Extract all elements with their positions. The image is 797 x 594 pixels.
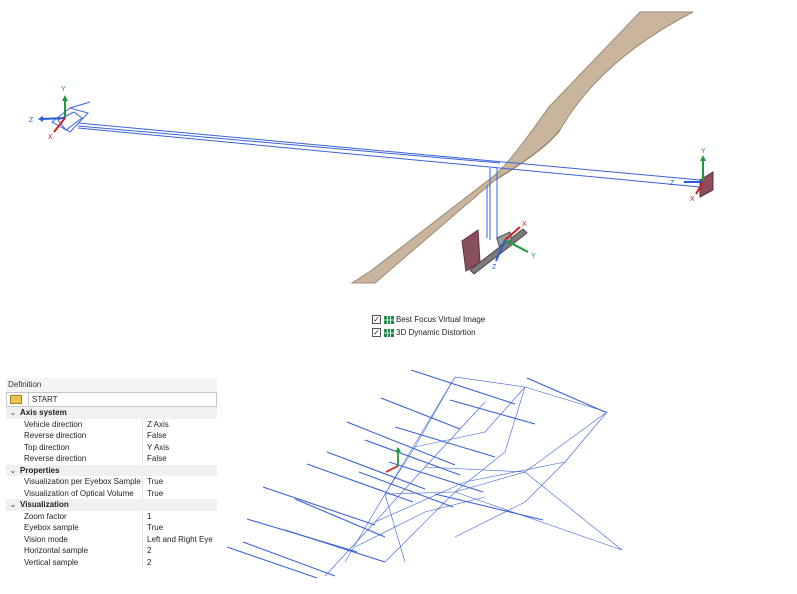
section-properties[interactable]: ⌄ Properties — [6, 464, 217, 476]
panel-title: Definition — [6, 378, 217, 392]
chevron-down-icon[interactable]: ⌄ — [9, 465, 17, 475]
axis-label-y-right: Y — [701, 148, 706, 155]
section-visualization[interactable]: ⌄ Visualization — [6, 499, 217, 511]
ray-bundle — [77, 122, 701, 240]
definition-name-field[interactable]: START — [6, 392, 217, 407]
axis-triad-right: Y Z X — [670, 148, 706, 203]
folder-icon — [10, 395, 22, 404]
checkbox-best-focus[interactable]: ✓ — [372, 314, 381, 324]
definition-name[interactable]: START — [28, 393, 216, 406]
axis-label-z-left: Z — [29, 117, 34, 124]
axis-label-x-left: X — [48, 134, 53, 141]
option-label: 3D Dynamic Distortion — [396, 328, 476, 337]
checkbox-3d-dynamic[interactable]: ✓ — [372, 327, 381, 337]
distortion-lines — [226, 369, 623, 579]
axis-label-x-right: X — [690, 196, 695, 203]
visualization-options: ✓ Best Focus Virtual Image ✓ 3D Dynamic … — [372, 313, 485, 339]
grid-icon — [384, 328, 394, 337]
3d-scene-view[interactable]: Y Z X Y Z X X Y Z — [0, 0, 797, 300]
axis-triad-center: X Y Z — [492, 221, 536, 271]
axis-label-x-center: X — [522, 221, 527, 228]
option-3d-dynamic-distortion[interactable]: ✓ 3D Dynamic Distortion — [372, 326, 485, 339]
axis-label-y-left: Y — [61, 86, 66, 93]
windshield-surface — [350, 11, 694, 284]
grid-icon — [384, 315, 394, 324]
axis-label-z-center: Z — [492, 264, 497, 271]
axis-triad-wireframe — [385, 447, 401, 473]
axis-triad-left: Y Z X — [29, 86, 68, 141]
option-best-focus-virtual-image[interactable]: ✓ Best Focus Virtual Image — [372, 313, 485, 326]
dynamic-distortion-wireframe[interactable] — [225, 362, 635, 587]
hud-mirror-assembly — [461, 228, 528, 275]
definition-panel: Definition START ⌄ Axis system Vehicle d… — [6, 378, 217, 579]
axis-label-z-right: Z — [670, 180, 675, 187]
chevron-down-icon[interactable]: ⌄ — [9, 408, 17, 417]
windshield-edge — [494, 129, 561, 181]
axis-label-y-center: Y — [531, 253, 536, 260]
option-label: Best Focus Virtual Image — [396, 315, 486, 324]
chevron-down-icon[interactable]: ⌄ — [9, 500, 17, 509]
section-axis-system[interactable]: ⌄ Axis system — [6, 407, 217, 419]
